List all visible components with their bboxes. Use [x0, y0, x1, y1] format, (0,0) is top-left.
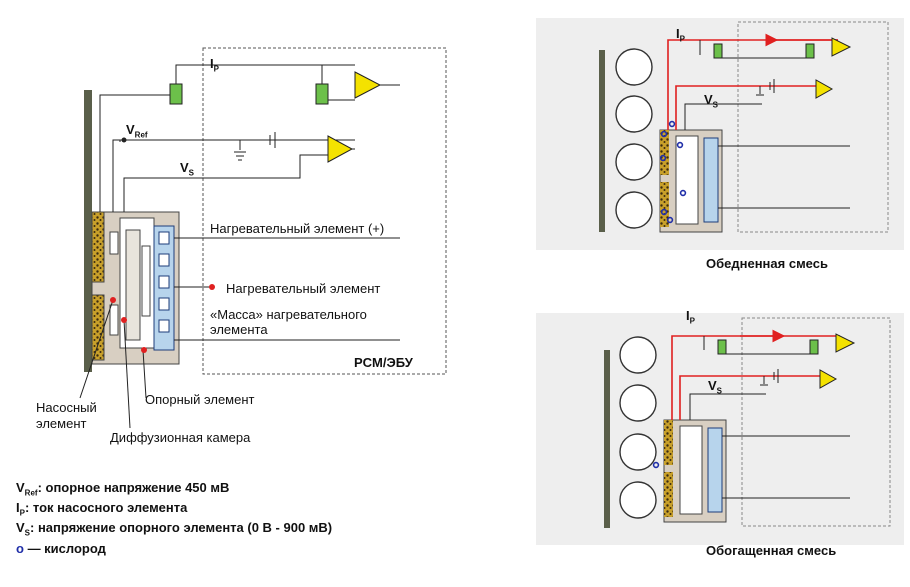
ip-symbol-bottom: IP — [686, 308, 695, 326]
heater-ground-label-2: элемента — [210, 322, 268, 337]
heater-ground-label-1: «Масса» нагревательного — [210, 307, 367, 322]
exhaust-cloud — [615, 191, 653, 229]
pump-cell-label-2: элемент — [36, 416, 87, 431]
oxygen-molecule — [666, 216, 674, 224]
exhaust-cloud — [619, 336, 657, 374]
vs-symbol-left: VS — [180, 160, 195, 178]
pcm-box — [202, 47, 447, 375]
vs-symbol-bottom: VS — [708, 378, 723, 396]
rich-mixture-caption: Обогащенная смесь — [706, 543, 837, 558]
resistor-2 — [315, 83, 329, 105]
ip-symbol-left: IP — [210, 56, 219, 74]
lean-mixture-caption: Обедненная смесь — [706, 256, 828, 271]
exhaust-cloud — [619, 384, 657, 422]
heater-label: Нагревательный элемент — [226, 281, 381, 296]
right-bottom-panel — [536, 313, 904, 545]
exhaust-cloud — [615, 95, 653, 133]
exhaust-wall — [84, 90, 92, 372]
oxygen-molecule — [679, 189, 687, 197]
vs-symbol-top: VS — [704, 92, 719, 110]
oxygen-molecule — [660, 208, 668, 216]
pump-cell-label-1: Насосный — [36, 400, 97, 415]
legend-ip: IP: ток насосного элемента — [16, 500, 188, 518]
left-diagram — [79, 47, 447, 429]
exhaust-cloud — [619, 433, 657, 471]
opamp-1 — [354, 71, 382, 99]
diffusion-chamber-label: Диффузионная камера — [110, 430, 251, 445]
exhaust-cloud — [615, 143, 653, 181]
oxygen-molecule — [652, 461, 660, 469]
pcm-box-top — [737, 21, 889, 233]
oxygen-molecule — [660, 130, 668, 138]
resistor-1 — [169, 83, 183, 105]
legend-oxygen: o — кислород — [16, 541, 106, 556]
heater-plus-label: Нагревательный элемент (+) — [210, 221, 385, 236]
pcm-label: PCM/ЭБУ — [354, 355, 413, 370]
oxygen-molecule — [676, 141, 684, 149]
legend-vs: VS: напряжение опорного элемента (0 В - … — [16, 520, 333, 538]
oxygen-molecule — [668, 120, 676, 128]
exhaust-cloud — [615, 48, 653, 86]
oxygen-molecule — [659, 154, 667, 162]
legend-vref: VRef: опорное напряжение 450 мВ — [16, 480, 230, 498]
right-top-panel — [536, 18, 904, 250]
ip-symbol-top: IP — [676, 26, 685, 44]
opamp-2 — [327, 135, 354, 163]
pcm-box-bottom — [741, 317, 891, 527]
vref-symbol-left: VRef — [126, 122, 148, 140]
exhaust-cloud — [619, 481, 657, 519]
reference-cell-label: Опорный элемент — [145, 392, 255, 407]
oxygen-icon: o — [16, 541, 24, 556]
